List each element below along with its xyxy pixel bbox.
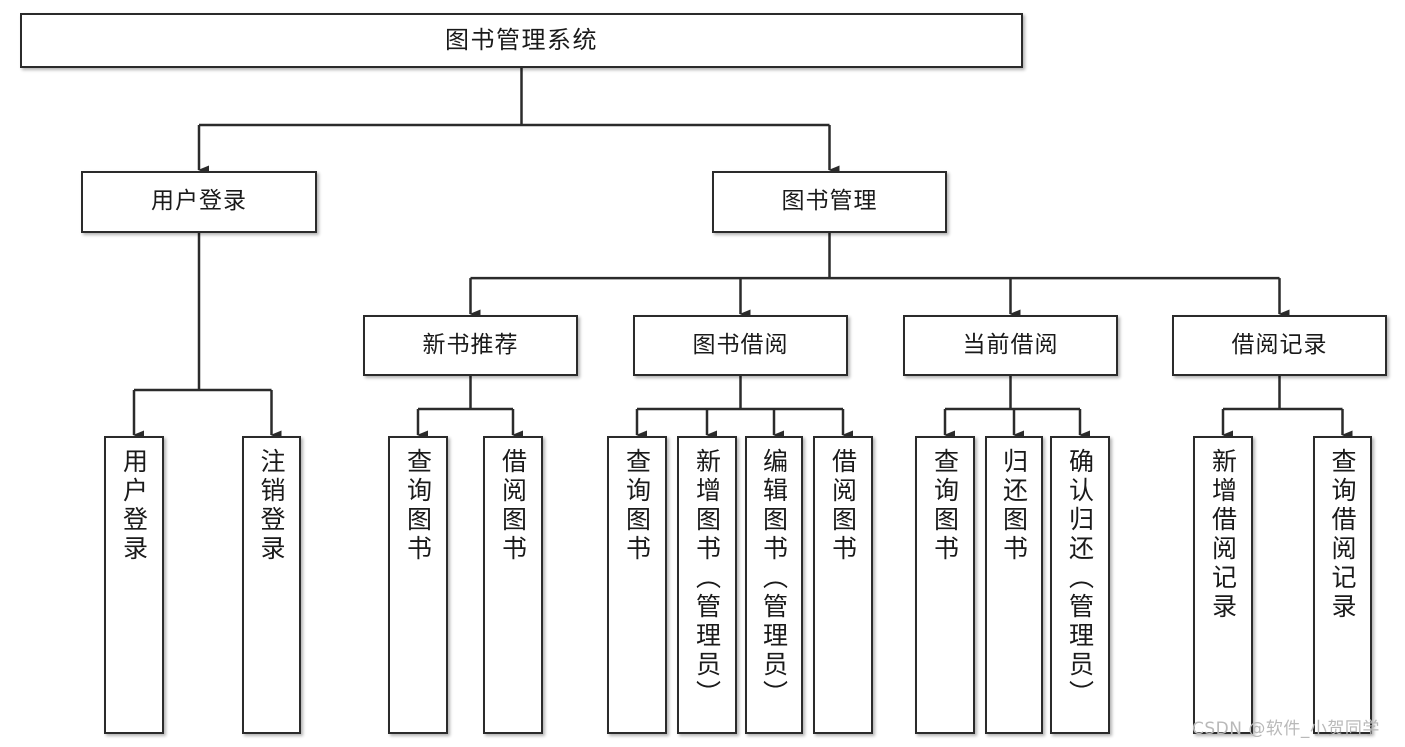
node-book-manage[interactable]: 图书管理 [712, 171, 947, 233]
node-leaf-edit-book-label: 编辑图书（管理员） [759, 448, 789, 709]
node-leaf-query-book-1-label: 查询图书 [403, 448, 433, 564]
node-borrow-record-label: 借阅记录 [1231, 331, 1328, 358]
node-leaf-query-record[interactable]: 查询借阅记录 [1313, 436, 1372, 734]
node-leaf-edit-book[interactable]: 编辑图书（管理员） [745, 436, 803, 734]
node-current-borrow-label: 当前借阅 [962, 331, 1059, 358]
node-leaf-user-login[interactable]: 用户登录 [104, 436, 164, 734]
node-leaf-query-record-label: 查询借阅记录 [1328, 448, 1357, 622]
node-leaf-add-record[interactable]: 新增借阅记录 [1193, 436, 1253, 734]
node-book-manage-label: 图书管理 [781, 188, 878, 215]
node-leaf-return-book-label: 归还图书 [999, 448, 1029, 564]
node-leaf-add-record-label: 新增借阅记录 [1208, 448, 1238, 622]
node-root-system-label: 图书管理系统 [445, 26, 598, 55]
node-leaf-logout-login[interactable]: 注销登录 [242, 436, 301, 734]
node-leaf-query-book-1[interactable]: 查询图书 [388, 436, 448, 734]
node-leaf-query-book-2[interactable]: 查询图书 [607, 436, 667, 734]
node-leaf-return-book[interactable]: 归还图书 [985, 436, 1043, 734]
node-leaf-borrow-book-2-label: 借阅图书 [828, 448, 858, 564]
node-leaf-add-book[interactable]: 新增图书（管理员） [677, 436, 737, 734]
node-leaf-logout-login-label: 注销登录 [257, 448, 286, 564]
node-book-borrow-label: 图书借阅 [692, 331, 789, 358]
node-leaf-borrow-book-2[interactable]: 借阅图书 [813, 436, 873, 734]
node-book-borrow[interactable]: 图书借阅 [633, 315, 848, 376]
node-leaf-user-login-label: 用户登录 [119, 448, 149, 564]
node-root-system[interactable]: 图书管理系统 [20, 13, 1023, 68]
node-leaf-add-book-label: 新增图书（管理员） [692, 448, 722, 709]
node-leaf-query-book-3[interactable]: 查询图书 [915, 436, 975, 734]
node-borrow-record[interactable]: 借阅记录 [1172, 315, 1387, 376]
node-user-login-label: 用户登录 [151, 188, 247, 215]
node-current-borrow[interactable]: 当前借阅 [903, 315, 1118, 376]
csdn-watermark: CSDN @软件_小贺同学 [1192, 719, 1380, 739]
node-new-book-rec[interactable]: 新书推荐 [363, 315, 578, 376]
node-leaf-query-book-2-label: 查询图书 [622, 448, 652, 564]
node-new-book-rec-label: 新书推荐 [422, 331, 519, 358]
node-leaf-confirm-return-label: 确认归还（管理员） [1065, 448, 1095, 709]
node-leaf-confirm-return[interactable]: 确认归还（管理员） [1050, 436, 1110, 734]
node-user-login[interactable]: 用户登录 [81, 171, 317, 233]
node-leaf-borrow-book-1[interactable]: 借阅图书 [483, 436, 543, 734]
node-leaf-borrow-book-1-label: 借阅图书 [498, 448, 528, 564]
node-leaf-query-book-3-label: 查询图书 [930, 448, 960, 564]
